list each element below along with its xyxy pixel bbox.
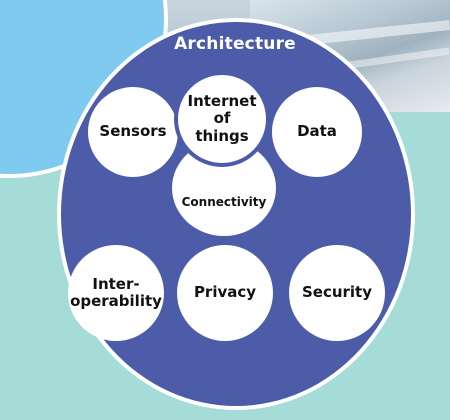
node-label: Privacy xyxy=(193,283,257,302)
node-label-line: Internet xyxy=(187,92,257,111)
node-label: Sensors xyxy=(99,122,167,141)
node-privacy: Privacy xyxy=(177,245,273,341)
diagram-title: Architecture xyxy=(174,34,296,54)
node-label: Security xyxy=(301,283,373,302)
node-internet-of-things: Internet of things xyxy=(174,71,270,167)
node-label: Connectivity xyxy=(181,195,267,210)
node-label-line: of xyxy=(213,109,231,128)
node-label-line: operability xyxy=(70,292,162,310)
node-sensors: Sensors xyxy=(88,87,178,177)
node-label-group: Internet of things xyxy=(187,92,257,145)
node-label-group: Inter- operability xyxy=(70,274,162,311)
node-interoperability: Inter- operability xyxy=(68,245,164,341)
node-security: Security xyxy=(289,245,385,341)
node-label-line: Inter- xyxy=(92,274,140,293)
node-label: Data xyxy=(297,122,337,141)
node-data: Data xyxy=(272,87,362,177)
node-label-line: things xyxy=(195,126,249,145)
